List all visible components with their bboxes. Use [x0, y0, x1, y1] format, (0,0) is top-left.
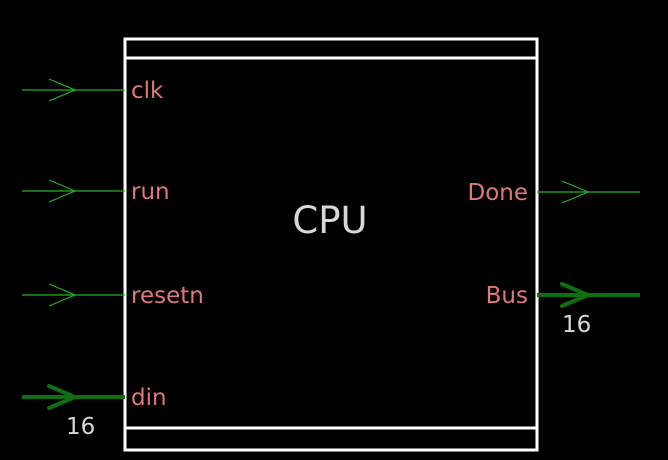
output-arrow-icon [561, 180, 590, 204]
input-port-run: run [22, 179, 170, 205]
input-port-din: din 16 [22, 384, 167, 440]
block-title: CPU [292, 199, 367, 242]
output-port-Done: Done [467, 180, 640, 206]
output-label-Done: Done [467, 180, 528, 206]
output-label-Bus: Bus [486, 283, 528, 309]
input-label-run: run [131, 179, 170, 205]
input-arrow-icon [48, 78, 77, 102]
input-bus-width-din: 16 [66, 414, 95, 440]
input-label-resetn: resetn [131, 283, 204, 309]
output-arrow-icon [560, 282, 594, 308]
input-port-resetn: resetn [22, 283, 204, 309]
output-port-Bus: Bus 16 [486, 282, 640, 338]
input-arrow-icon [48, 179, 77, 203]
input-arrow-icon [48, 283, 77, 307]
output-bus-width-Bus: 16 [562, 312, 591, 338]
input-label-clk: clk [131, 78, 164, 104]
input-arrow-icon [47, 384, 81, 410]
input-port-clk: clk [22, 78, 164, 104]
input-label-din: din [131, 385, 167, 411]
cpu-block-outline [123, 37, 539, 452]
